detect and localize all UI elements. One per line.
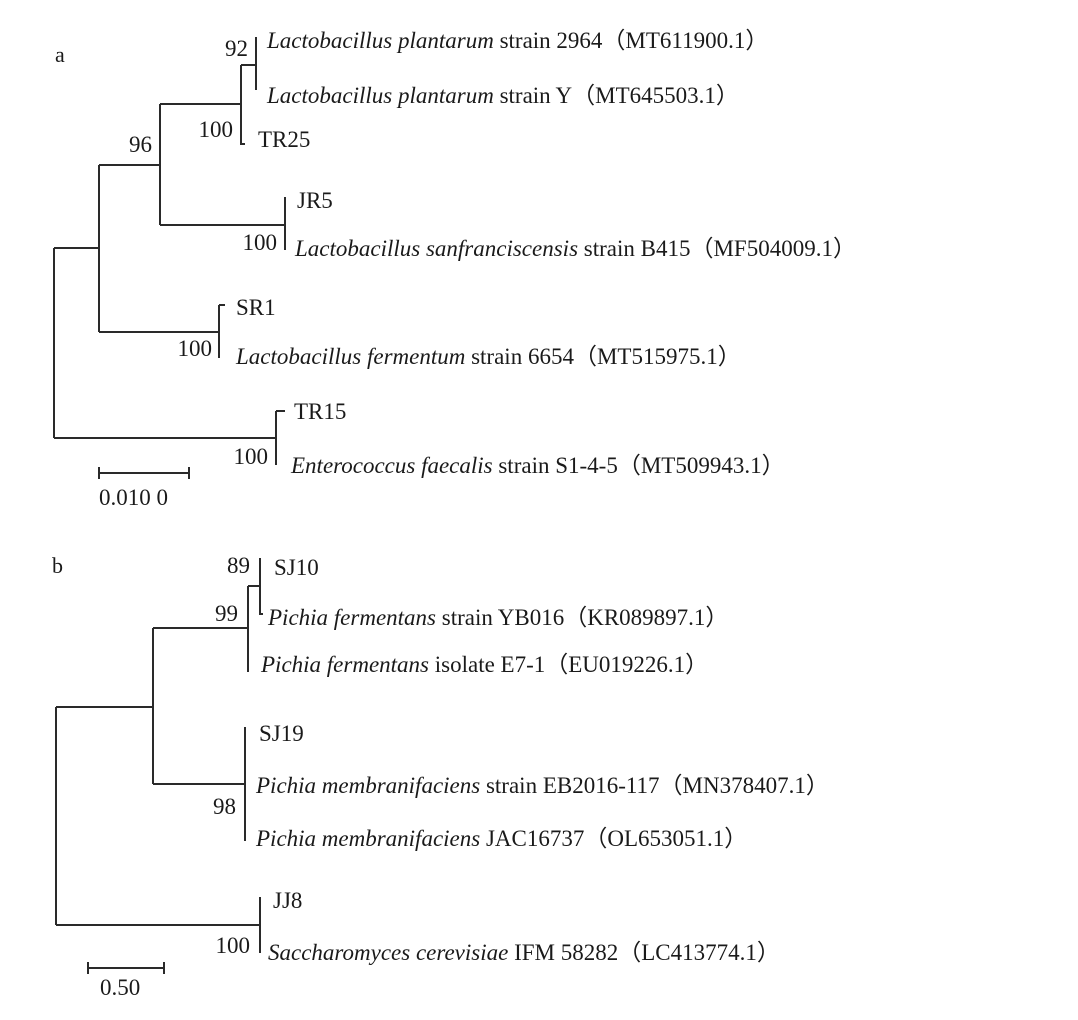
accession-number: （MT515975.1） [574,344,741,369]
strain-name: strain 2964 [494,28,603,53]
strain-name: TR15 [294,399,346,424]
bootstrap-value: 92 [225,36,248,61]
leaf-label: Lactobacillus plantarum strain Y（MT64550… [266,83,739,108]
panel-b-branches [55,558,263,953]
panel-a-label: a [55,42,65,67]
bootstrap-value: 100 [234,444,269,469]
species-name: Saccharomyces cerevisiae [268,940,508,965]
scale-bar-label: 0.010 0 [99,485,168,510]
leaf-label: SR1 [236,295,276,320]
species-name: Lactobacillus plantarum [266,28,494,53]
leaf-label: Lactobacillus sanfranciscensis strain B4… [294,236,856,261]
accession-number: （MF504009.1） [690,236,856,261]
panel-a-tree: a 92 100 96 100 100 100 Lactobacillus pl… [53,28,856,510]
bootstrap-value: 100 [178,336,213,361]
leaf-label: SJ10 [274,555,319,580]
bootstrap-value: 96 [129,132,152,157]
leaf-label: Lactobacillus plantarum strain 2964（MT61… [266,28,768,53]
strain-name: JJ8 [273,888,302,913]
leaf-label: JJ8 [273,888,302,913]
species-name: Lactobacillus plantarum [266,83,494,108]
accession-number: （MN378407.1） [660,773,829,798]
accession-number: （EU019226.1） [545,652,708,677]
species-name: Lactobacillus sanfranciscensis [294,236,578,261]
bootstrap-value: 89 [227,553,250,578]
scale-bar [87,962,165,974]
bootstrap-value: 98 [213,794,236,819]
species-name: Pichia fermentans [260,652,429,677]
accession-number: （MT645503.1） [572,83,739,108]
strain-name: SR1 [236,295,276,320]
strain-name: strain Y [494,83,573,108]
strain-name: strain 6654 [465,344,574,369]
leaf-label: Saccharomyces cerevisiae IFM 58282（LC413… [268,940,780,965]
scale-bar [98,467,190,479]
leaf-label: Enterococcus faecalis strain S1-4-5（MT50… [290,453,785,478]
leaf-label: TR15 [294,399,346,424]
strain-name: strain B415 [578,236,690,261]
strain-name: isolate E7-1 [429,652,545,677]
species-name: Pichia fermentans [267,605,436,630]
strain-name: SJ10 [274,555,319,580]
strain-name: JAC16737 [480,826,584,851]
accession-number: （MT509943.1） [618,453,785,478]
panel-a-branches [53,37,286,465]
strain-name: SJ19 [259,721,304,746]
leaf-label: Lactobacillus fermentum strain 6654（MT51… [235,344,741,369]
accession-number: （MT611900.1） [602,28,768,53]
leaf-label: Pichia membranifaciens strain EB2016-117… [255,773,829,798]
species-name: Pichia membranifaciens [255,773,480,798]
strain-name: strain EB2016-117 [480,773,659,798]
leaf-label: Pichia membranifaciens JAC16737（OL653051… [255,826,747,851]
accession-number: （OL653051.1） [584,826,747,851]
scale-bar-label: 0.50 [100,975,140,1000]
leaf-label: Pichia fermentans strain YB016（KR089897.… [267,605,728,630]
strain-name: IFM 58282 [508,940,618,965]
bootstrap-value: 99 [215,601,238,626]
accession-number: （LC413774.1） [618,940,780,965]
panel-b-label: b [52,553,63,578]
strain-name: JR5 [297,188,333,213]
accession-number: （KR089897.1） [564,605,728,630]
species-name: Enterococcus faecalis [290,453,493,478]
species-name: Pichia membranifaciens [255,826,480,851]
bootstrap-value: 100 [243,230,278,255]
strain-name: strain YB016 [436,605,564,630]
species-name: Lactobacillus fermentum [235,344,465,369]
leaf-label: JR5 [297,188,333,213]
strain-name: TR25 [258,127,310,152]
leaf-label: TR25 [258,127,310,152]
bootstrap-value: 100 [199,117,234,142]
leaf-label: Pichia fermentans isolate E7-1（EU019226.… [260,652,708,677]
leaf-label: SJ19 [259,721,304,746]
strain-name: strain S1-4-5 [493,453,618,478]
bootstrap-value: 100 [216,933,251,958]
